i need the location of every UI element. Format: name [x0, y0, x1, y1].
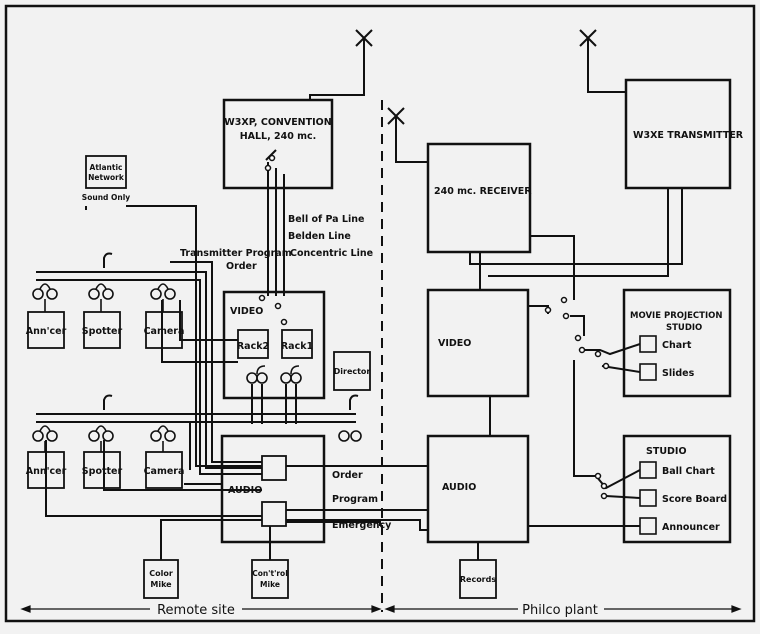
- jack-icon: [164, 288, 176, 300]
- studio-item-score-board: Score Board: [662, 494, 727, 505]
- color-mike-line1: Color: [149, 569, 173, 578]
- transmitter-program-label: Transmitter Program: [180, 248, 292, 259]
- antenna-receiver: [387, 107, 428, 163]
- sound-only-label: Sound Only: [82, 193, 130, 202]
- booth-label: Camera: [144, 326, 185, 337]
- jack-icon: [164, 430, 176, 442]
- remote-video-label: VIDEO: [230, 306, 263, 317]
- records-box: Records: [459, 559, 497, 599]
- movie-item-slides: Slides: [662, 368, 695, 379]
- movie-projection-studio-box: MOVIE PROJECTION STUDIO Chart Slides: [622, 288, 732, 398]
- footer-remote-site: Remote site: [157, 603, 235, 618]
- control-mike-line1: Con't'rol: [252, 569, 288, 578]
- line-label-concentric: Concentric Line: [290, 248, 373, 259]
- booth-label: Spotter: [82, 326, 123, 337]
- studio-label: STUDIO: [646, 446, 687, 457]
- booth-lower-booths-2: Camera: [144, 425, 185, 489]
- jack-icon: [102, 288, 114, 300]
- records-label: Records: [460, 575, 496, 584]
- plant-video-box: VIDEO: [426, 288, 530, 398]
- wiring: [36, 149, 683, 560]
- jack-icon: [32, 288, 44, 300]
- footer-philco-plant: Philco plant: [522, 603, 598, 618]
- rack1-label: Rack1: [281, 341, 313, 352]
- color-mike-line2: Mike: [150, 580, 172, 589]
- hook-glyphs: [103, 252, 359, 410]
- jack-icon: [338, 430, 350, 442]
- studio-box: STUDIO Ball Chart Score Board Announcer: [622, 434, 732, 544]
- plant-video-label: VIDEO: [438, 338, 471, 349]
- director-box: Director: [333, 351, 371, 391]
- jack-icon: [350, 430, 362, 442]
- jack-icon: [102, 430, 114, 442]
- movie-studio-line1: MOVIE PROJECTION: [630, 311, 722, 321]
- rack2-box: [237, 329, 269, 359]
- booth-label: Ann'cer: [26, 326, 67, 337]
- booth-label: Camera: [144, 466, 185, 477]
- jack-icon: [32, 430, 44, 442]
- order-label: Order: [226, 261, 257, 272]
- control-mike-line2: Mike: [260, 580, 280, 589]
- jack-icon: [150, 430, 162, 442]
- studio-item-ball-chart: Ball Chart: [662, 466, 715, 477]
- antenna-transmitter: [579, 29, 626, 93]
- remote-video-box: VIDEO Rack2 Rack1: [222, 290, 326, 400]
- color-mike-box: Color Mike: [143, 559, 179, 599]
- receiver-label: 240 mc. RECEIVER: [434, 186, 532, 197]
- atlantic-line1: Atlantic: [90, 163, 123, 172]
- plant-audio-label: AUDIO: [442, 482, 476, 493]
- atlantic-network-box: Atlantic Network: [85, 155, 127, 189]
- booth-upper-booths-0: Ann'cer: [26, 283, 67, 349]
- line-label-bell: Bell of Pa Line: [288, 214, 364, 225]
- director-label: Director: [334, 367, 371, 376]
- movie-studio-line2: STUDIO: [666, 323, 702, 333]
- atlantic-line2: Network: [88, 173, 125, 182]
- booth-upper-booths-1: Spotter: [82, 283, 123, 349]
- booth-upper-booths-2: Camera: [144, 283, 185, 349]
- audio-line-order: Order: [332, 470, 363, 481]
- plant-audio-box: AUDIO: [426, 434, 530, 544]
- control-mike-box: Con't'rol Mike: [251, 559, 289, 599]
- w3xp-line2: HALL, 240 mc.: [240, 131, 317, 142]
- w3xp-line1: W3XP, CONVENTION: [224, 117, 331, 128]
- audio-line-emergency: Emergency: [332, 520, 392, 531]
- receiver-box: 240 mc. RECEIVER: [426, 142, 532, 254]
- jack-icon: [150, 288, 162, 300]
- booth-label: Spotter: [82, 466, 123, 477]
- w3xp-transmitter-box: W3XP, CONVENTION HALL, 240 mc.: [222, 98, 334, 190]
- movie-item-chart: Chart: [662, 340, 692, 351]
- jack-icon: [46, 288, 58, 300]
- switch-dots: [258, 154, 610, 500]
- footer-arrows: [20, 605, 742, 613]
- booth-lower-booths-1: Spotter: [82, 425, 123, 489]
- jack-icon: [46, 430, 58, 442]
- line-label-belden: Belden Line: [288, 231, 351, 242]
- rack1-box: [281, 329, 313, 359]
- video-knobs: [246, 365, 302, 384]
- audio-line-program: Program: [332, 494, 378, 505]
- w3xe-label: W3XE TRANSMITTER: [633, 130, 744, 141]
- rack2-label: Rack2: [237, 341, 269, 352]
- outer-frame: [4, 4, 756, 623]
- w3xe-transmitter-box: W3XE TRANSMITTER: [624, 78, 744, 190]
- studio-item-announcer: Announcer: [662, 522, 720, 533]
- jack-icon: [88, 288, 100, 300]
- jack-icon: [88, 430, 100, 442]
- antenna-remote: [309, 29, 373, 100]
- upper-booths: Ann'cer Spotter Camera: [26, 283, 185, 349]
